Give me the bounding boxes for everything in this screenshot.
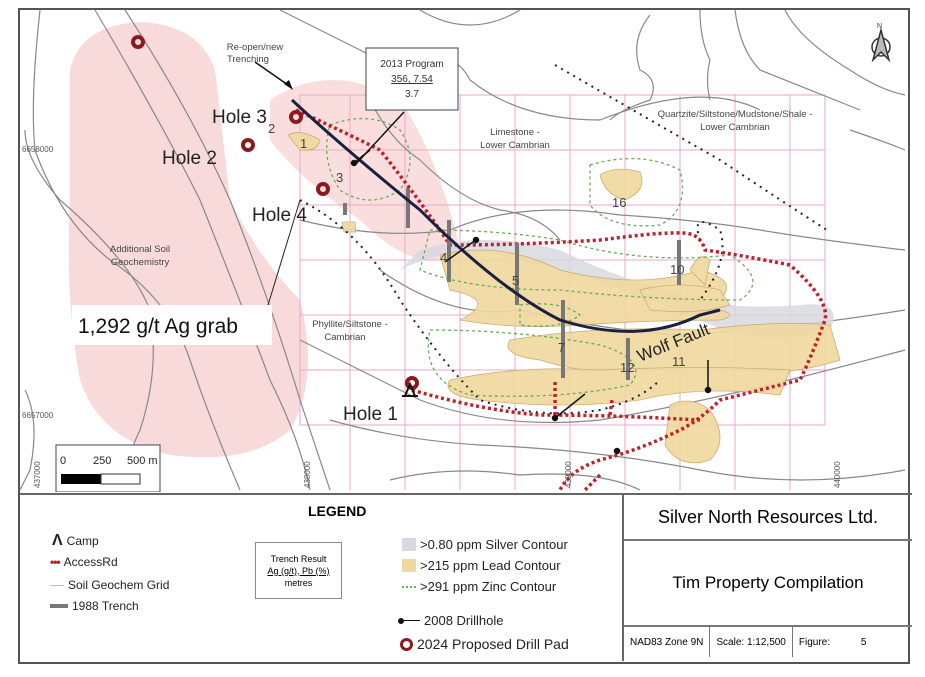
zinc-line-icon — [402, 585, 416, 588]
geologic-contact — [299, 64, 831, 415]
label-additional-soil-2: Geochemistry — [111, 257, 170, 268]
trench-result-units: Ag (g/t), Pb (%) — [267, 565, 330, 576]
program-title: 2013 Program — [380, 59, 443, 70]
trench-result-title: Trench Result — [270, 553, 327, 564]
program-box — [365, 47, 459, 111]
trench-label-5: 5 — [512, 273, 519, 288]
drill-pad-hole4 — [316, 182, 330, 196]
title-block-footer: NAD83 Zone 9N Scale: 1:12,500 Figure: 5 — [624, 627, 912, 657]
map-title: Tim Property Compilation — [624, 541, 912, 627]
label-quartzite-2: Lower Cambrian — [700, 122, 770, 133]
scale-tick-500: 500 m — [127, 455, 158, 467]
grab-leader-line — [264, 199, 301, 316]
title-block: Silver North Resources Ltd. Tim Property… — [622, 493, 912, 661]
legend-zinc: >291 ppm Zinc Contour — [420, 579, 557, 594]
camp-icon: Λ — [52, 532, 63, 549]
legend-title: LEGEND — [308, 503, 367, 519]
legend-lead: >215 ppm Lead Contour — [420, 558, 561, 573]
label-trenching: Re-open/new — [227, 42, 284, 53]
soil-grid-icon — [50, 584, 64, 586]
scale-tick-250: 250 — [93, 455, 111, 467]
trench-label-10: 10 — [670, 262, 684, 277]
grab-sample-label: 1,292 g/t Ag grab — [78, 315, 238, 338]
drill-pad-icon — [400, 637, 413, 651]
silver-swatch-icon — [402, 538, 416, 551]
scale-bar-box — [55, 444, 161, 492]
drill-pad-hole3 — [289, 110, 303, 124]
north-label: N — [877, 23, 882, 30]
hole-3-label: Hole 3 — [212, 107, 267, 128]
drillhole-icon — [398, 617, 420, 624]
legend-camp: Camp — [66, 534, 99, 548]
northing-6657000: 6657000 — [22, 411, 54, 420]
scale-tick-0: 0 — [60, 455, 66, 467]
topographic-contours — [19, 9, 906, 491]
datum: NAD83 Zone 9N — [624, 627, 711, 657]
label-quartzite: Quartzite/Siltstone/Mudstone/Shale - — [658, 109, 813, 120]
access-road — [295, 108, 828, 492]
proposed-drill-pads — [131, 35, 419, 390]
north-arrow-icon — [871, 27, 891, 63]
trench-label-7: 7 — [558, 340, 565, 355]
figure-label: Figure: — [798, 636, 830, 648]
trench-label-4: 4 — [440, 250, 447, 265]
trench-label-2: 2 — [268, 121, 275, 136]
map-canvas: 1 2 3 4 5 7 10 11 12 16 Additional Soil … — [19, 9, 906, 492]
map-frame — [18, 8, 910, 664]
label-limestone: Limestone - — [490, 127, 540, 138]
legend-access-rd: AccessRd — [63, 555, 118, 569]
easting-437000: 437000 — [33, 461, 42, 488]
legend-soil-grid: Soil Geochem Grid — [68, 578, 170, 592]
label-trenching-2: Trenching — [227, 54, 269, 65]
trench-label-12: 12 — [620, 360, 634, 375]
hole-1-label: Hole 1 — [343, 404, 398, 425]
zinc-contours — [326, 117, 754, 397]
easting-439000: 439000 — [564, 461, 573, 488]
scale-bar-white — [100, 473, 141, 485]
legend-drillhole: 2008 Drillhole — [424, 613, 504, 628]
legend-trench: 1988 Trench — [72, 599, 139, 613]
trench-result-box: Trench Result Ag (g/t), Pb (%) metres — [255, 542, 342, 599]
hole-4-label: Hole 4 — [252, 205, 307, 226]
label-phyllite-2: Cambrian — [324, 332, 365, 343]
label-phyllite: Phyllite/Siltstone - — [312, 319, 388, 330]
legend-silver: >0.80 ppm Silver Contour — [420, 537, 568, 552]
trench-label-16: 16 — [612, 195, 626, 210]
label-additional-soil: Additional Soil — [110, 244, 170, 255]
trenches-1988 — [343, 188, 681, 380]
label-limestone-2: Lower Cambrian — [480, 140, 550, 151]
trenching-arrowhead — [284, 80, 293, 90]
lead-swatch-icon — [402, 559, 416, 572]
drillholes-2008 — [350, 111, 712, 455]
trench-label-1: 1 — [300, 136, 307, 151]
drill-pad-hole2 — [241, 138, 255, 152]
program-values: 356, 7.54 — [391, 74, 433, 85]
scale: Scale: 1:12,500 — [710, 627, 793, 657]
hole-2-label: Hole 2 — [162, 148, 217, 169]
scale-bar-black — [61, 474, 101, 484]
northing-6658000: 6658000 — [22, 145, 54, 154]
trench-label-11: 11 — [672, 354, 686, 369]
easting-440000: 440000 — [833, 461, 842, 488]
company-name: Silver North Resources Ltd. — [624, 495, 912, 541]
camp-icon — [402, 381, 418, 397]
figure-number: 5 — [860, 636, 867, 648]
additional-soil-zone — [68, 22, 308, 458]
trench-label-3: 3 — [336, 170, 343, 185]
trenching-arrow — [254, 61, 289, 86]
easting-438000: 438000 — [303, 461, 312, 488]
trench-result-metres: metres — [284, 577, 313, 588]
access-road-icon: ••• — [50, 555, 61, 569]
trench-icon — [50, 604, 68, 608]
wolf-fault-line — [290, 98, 721, 333]
legend-drill-pad: 2024 Proposed Drill Pad — [417, 636, 569, 652]
drill-pad-top — [131, 35, 145, 49]
program-metres: 3.7 — [405, 89, 419, 100]
